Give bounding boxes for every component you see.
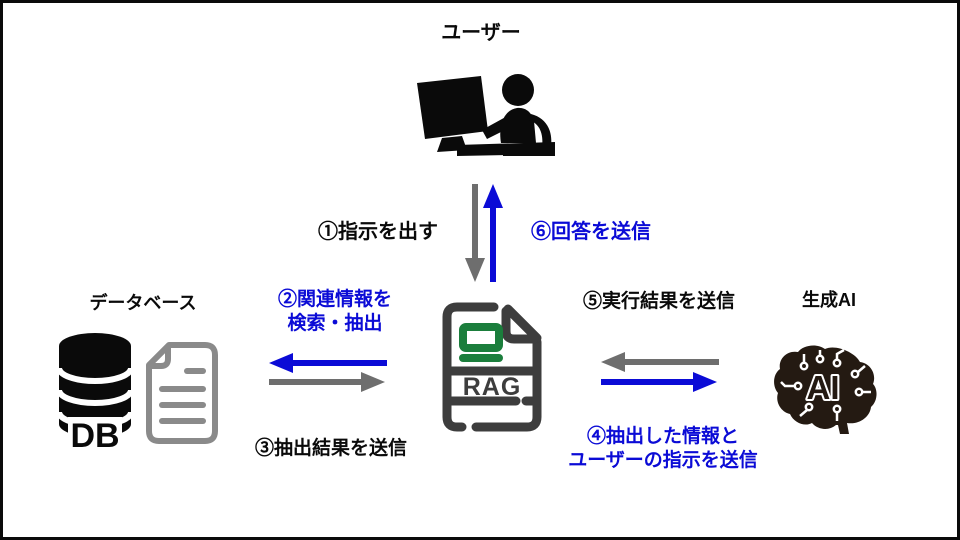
arrow-right-gray xyxy=(269,372,385,392)
db-badge-text: DB xyxy=(70,417,119,451)
rag-ai-arrows xyxy=(601,352,719,392)
database-node-label: データベース xyxy=(89,293,197,313)
rag-badge-text: RAG xyxy=(463,373,522,401)
flow-step4-line1: ④抽出した情報と xyxy=(586,426,739,447)
flow-step2-label: ②関連情報を 検索・抽出 xyxy=(245,288,425,336)
database-cylinder-icon: DB xyxy=(56,333,134,451)
flow-step4-label: ④抽出した情報と ユーザーの指示を送信 xyxy=(551,425,775,473)
arrow-left-blue xyxy=(269,353,387,373)
ai-badge-text: AI xyxy=(807,369,840,406)
flow-step3-label: ③抽出結果を送信 xyxy=(254,438,407,459)
flow-step1-label: ①指示を出す xyxy=(318,221,438,243)
user-node-label: ユーザー xyxy=(441,22,521,44)
flow-step4-line2: ユーザーの指示を送信 xyxy=(568,450,758,471)
person-at-computer-icon xyxy=(417,74,555,156)
arrow-up-blue xyxy=(483,184,503,282)
arrow-right-blue xyxy=(601,372,717,392)
document-icon xyxy=(146,342,218,444)
arrow-left-gray xyxy=(601,352,719,372)
user-rag-arrows xyxy=(465,184,503,282)
flow-step6-label: ⑥回答を送信 xyxy=(531,221,651,243)
rag-file-icon: RAG xyxy=(442,302,542,432)
database-rag-arrows xyxy=(269,353,387,392)
ai-brain-icon: AI xyxy=(774,345,877,434)
flow-step2-line1: ②関連情報を xyxy=(277,289,392,310)
ai-node-label: 生成AI xyxy=(802,290,856,310)
arrow-down-gray xyxy=(465,184,485,282)
flow-step2-line2: 検索・抽出 xyxy=(287,313,383,334)
flow-step5-label: ⑤実行結果を送信 xyxy=(582,291,735,312)
